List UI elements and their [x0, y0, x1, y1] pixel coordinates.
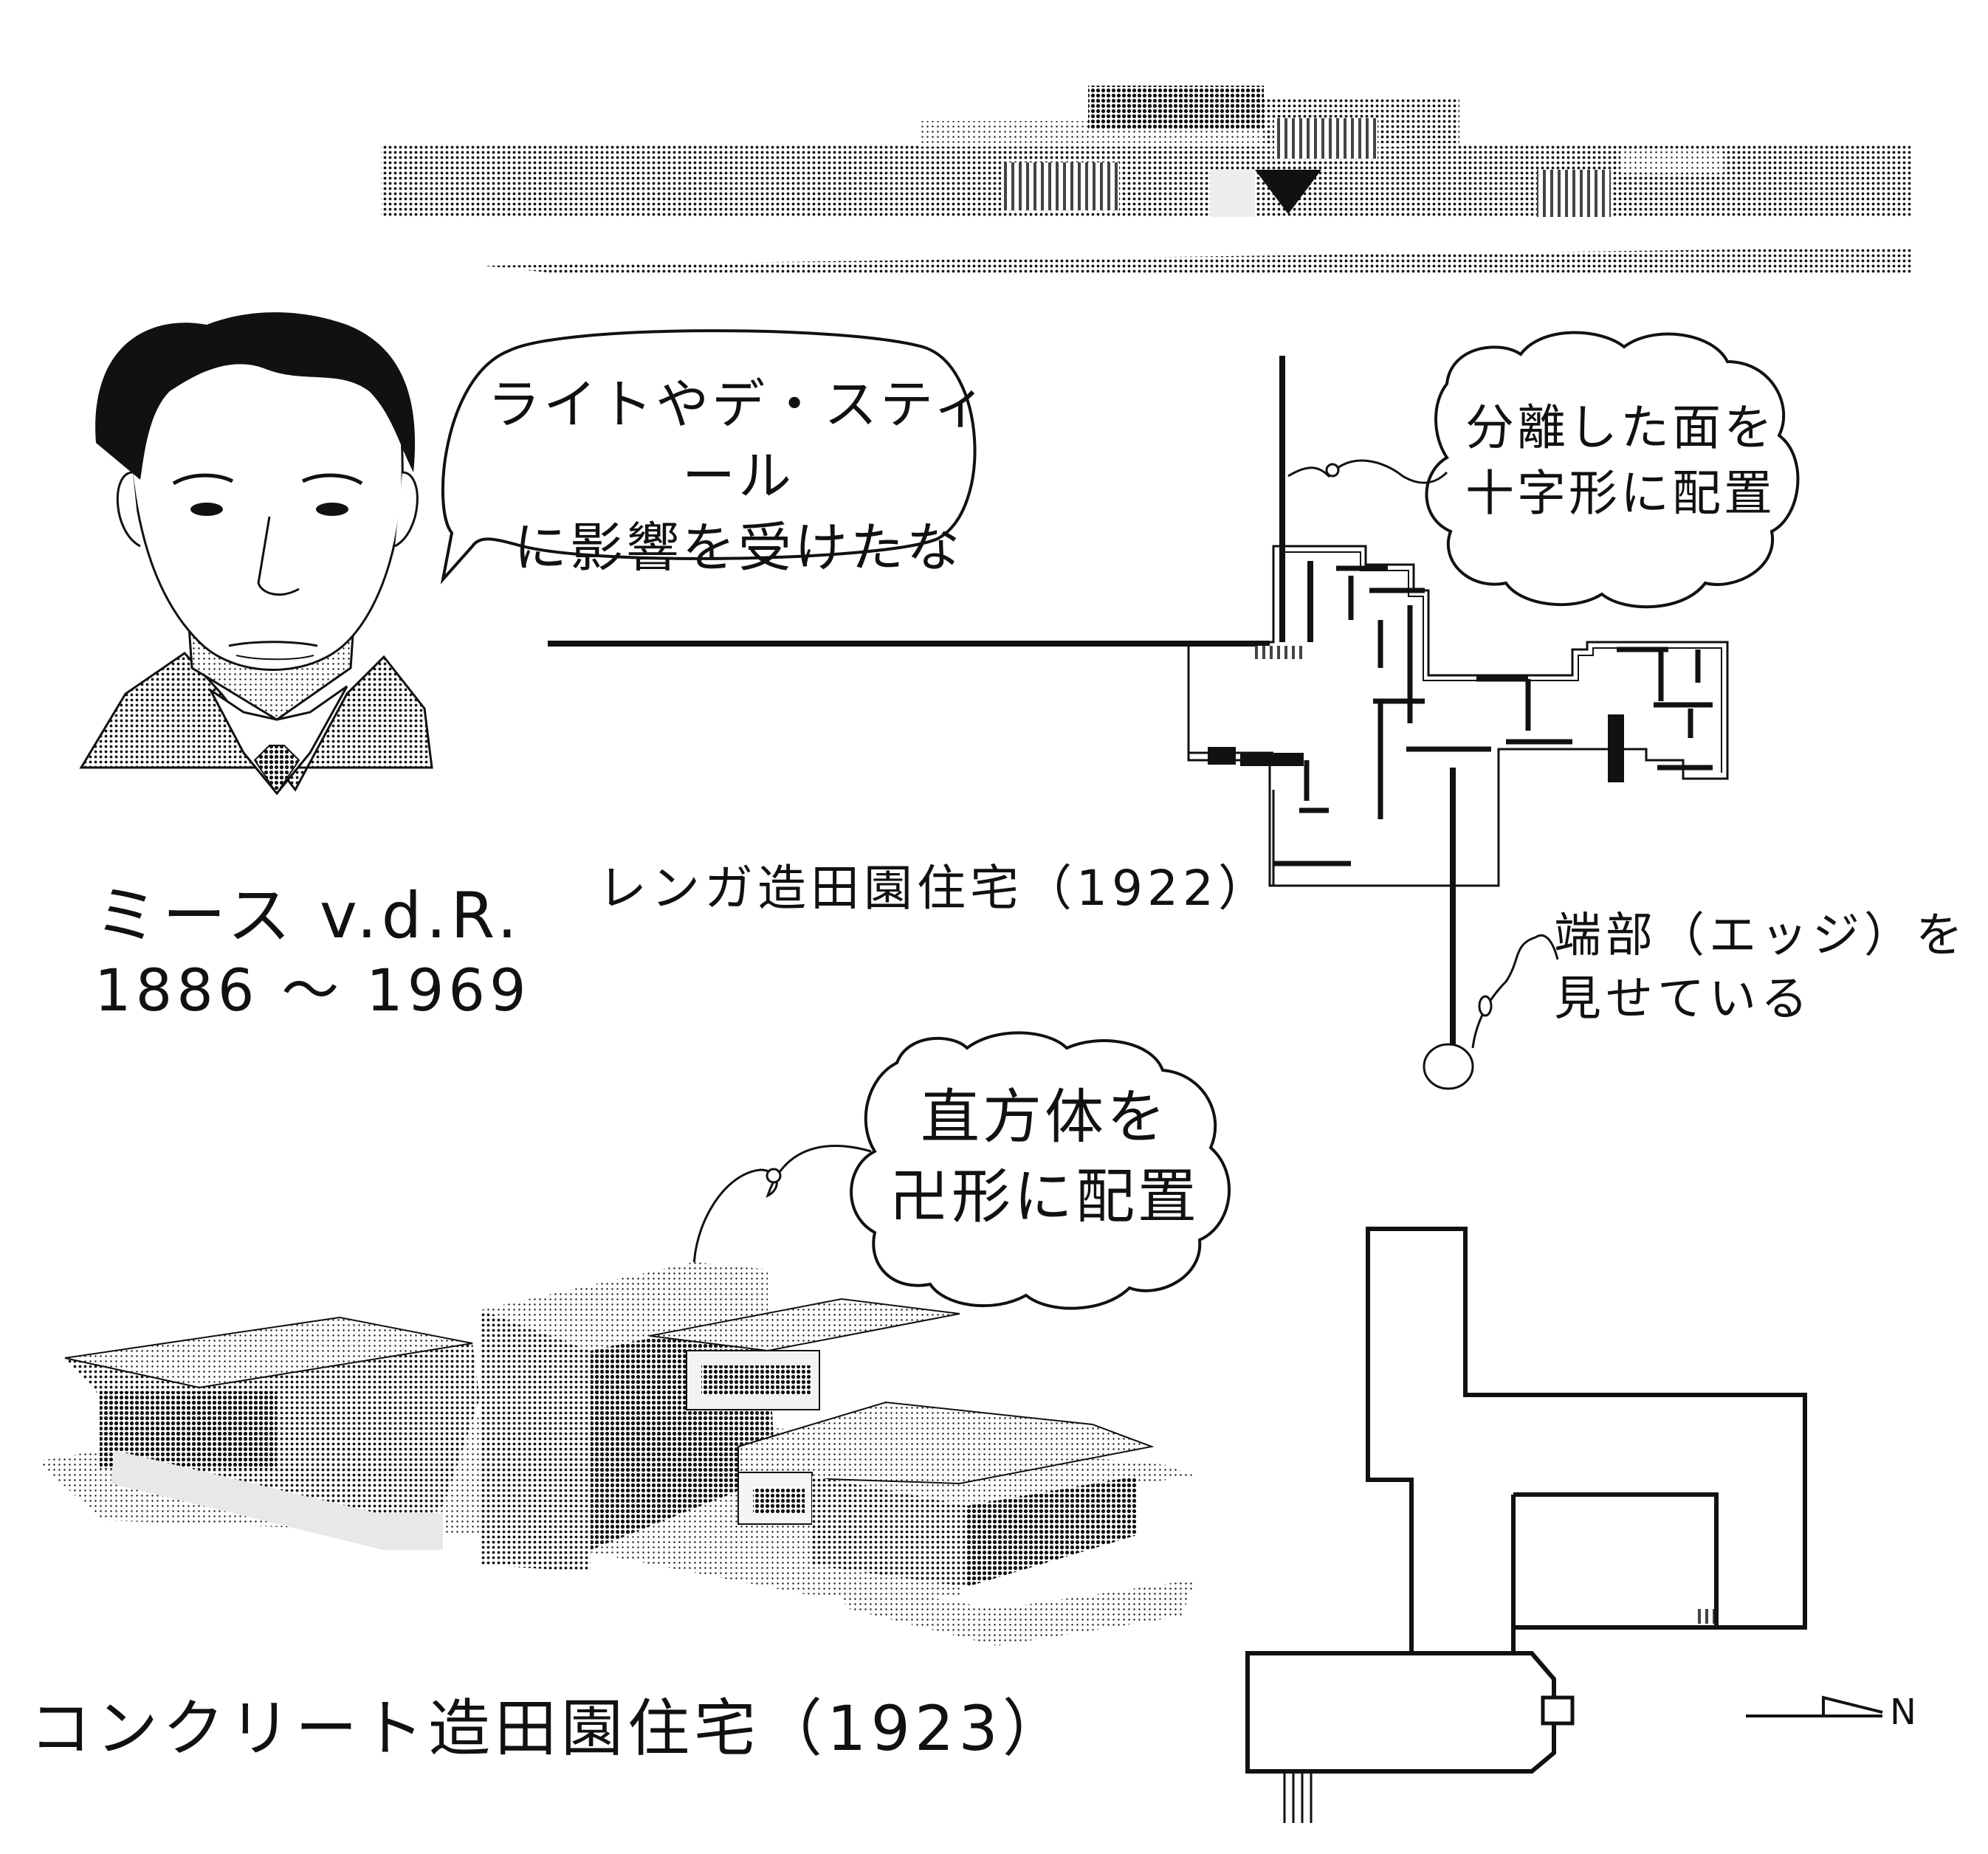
edge-note-text: 端部（エッジ）を 見せている	[1554, 904, 1967, 1032]
edge-note-leader	[1471, 934, 1559, 1049]
cross-line-1: 分離した面を	[1465, 399, 1775, 456]
portrait-name: ミース v.d.R.	[94, 879, 522, 953]
concrete-house-caption: コンクリート造田園住宅（1923）	[30, 1692, 1069, 1765]
edge-note-line-1: 端部（エッジ）を	[1554, 909, 1967, 963]
portrait-mies	[79, 312, 433, 796]
edge-note-line-2: 見せている	[1554, 972, 1812, 1027]
concrete-house-plan	[1245, 1227, 1807, 1823]
cube-line-1: 直方体を	[921, 1083, 1169, 1151]
influence-bubble-text: ライトやデ・スティール に影響を受けたな	[487, 369, 989, 585]
elevation-drawing	[381, 86, 1912, 275]
cube-bubble-text: 直方体を 卍形に配置	[871, 1078, 1218, 1237]
concrete-house-model	[37, 1262, 1196, 1646]
cross-line-2: 十字形に配置	[1465, 465, 1775, 523]
brick-house-caption: レンガ造田園住宅（1922）	[598, 860, 1271, 917]
north-arrow-icon	[1746, 1695, 1883, 1717]
north-letter: N	[1890, 1692, 1921, 1733]
speech-bubble-cube	[692, 1031, 1231, 1310]
speech-bubble-cross	[1287, 331, 1800, 609]
cross-bubble-text: 分離した面を 十字形に配置	[1451, 395, 1790, 526]
speech-bubble-influence	[440, 329, 977, 585]
portrait-years: 1886 〜 1969	[94, 958, 531, 1024]
influence-line-2: に影響を受けたな	[513, 517, 963, 579]
influence-line-1: ライトやデ・スティール	[487, 373, 989, 508]
cube-line-2: 卍形に配置	[890, 1162, 1200, 1231]
brick-house-plan	[548, 356, 1729, 1090]
